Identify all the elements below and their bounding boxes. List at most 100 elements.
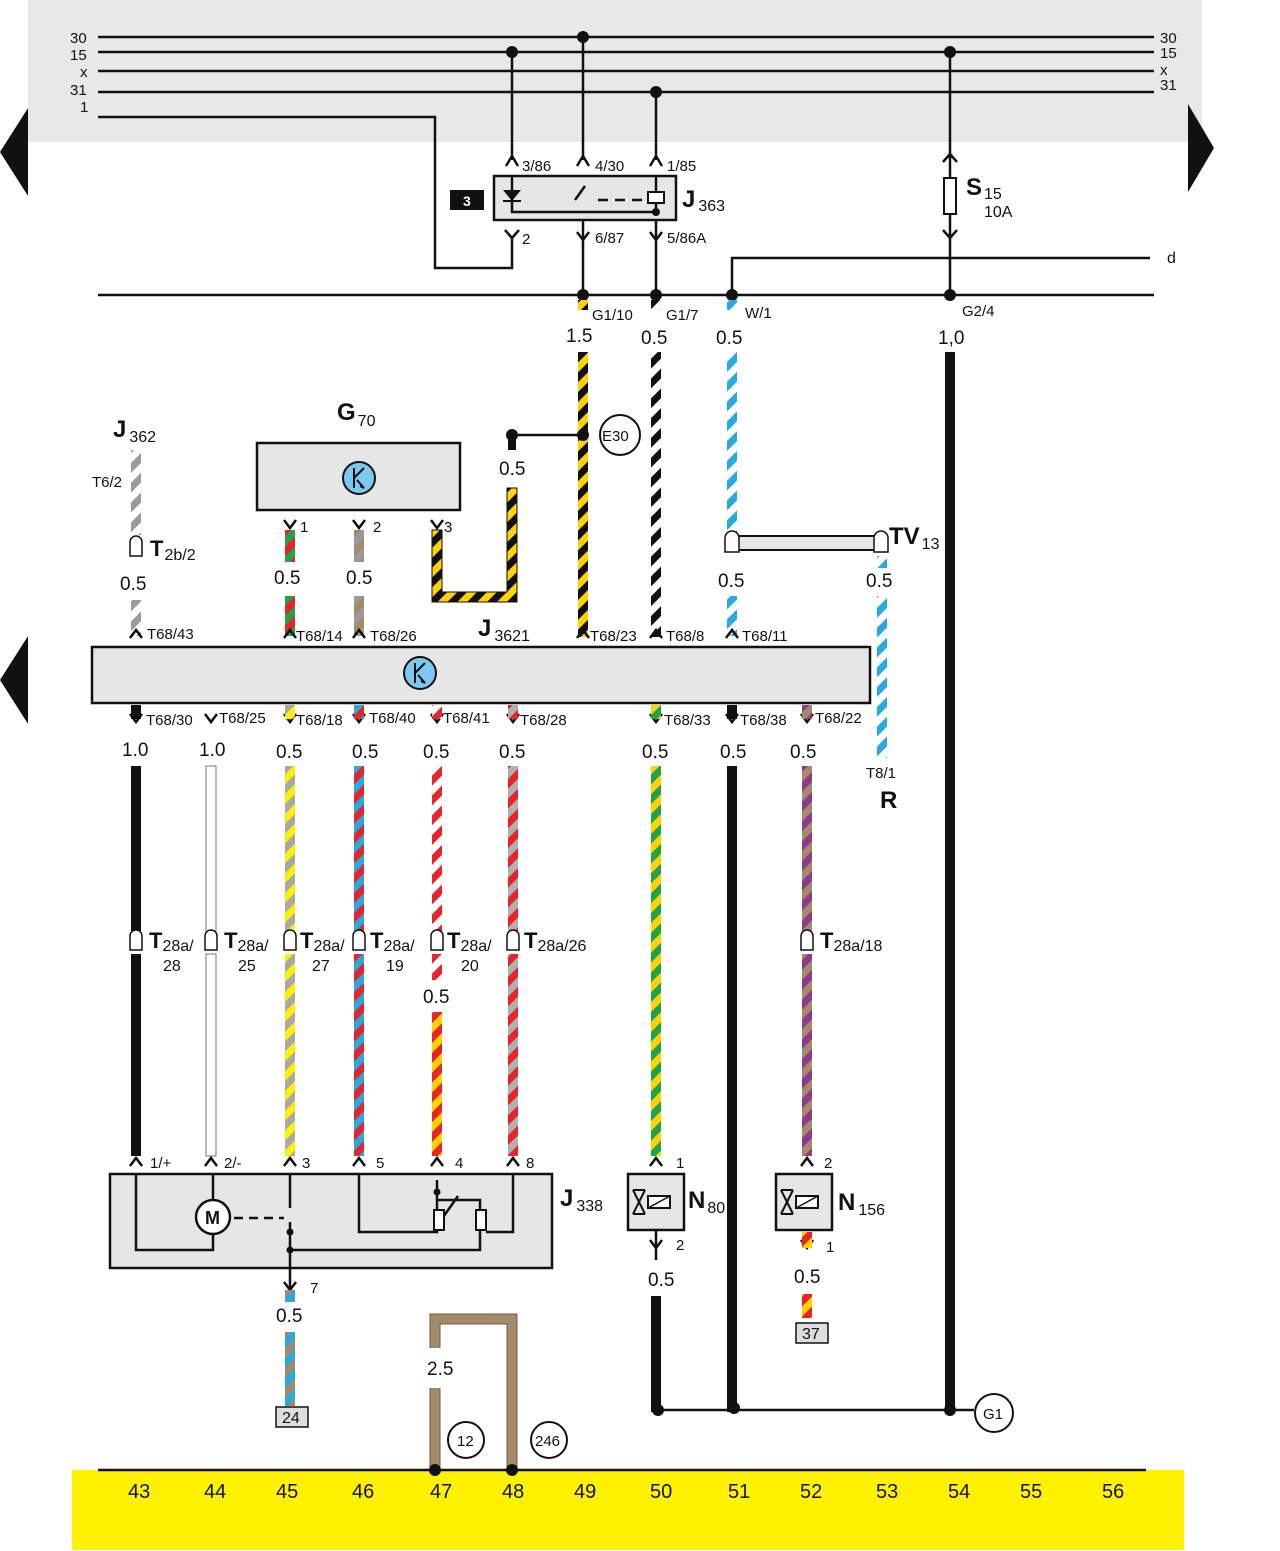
- track-number: 56: [1102, 1481, 1124, 1503]
- rail-label: x: [80, 64, 88, 81]
- ref-box: [275, 1406, 309, 1428]
- rail-label: 31: [70, 82, 87, 99]
- ecu-pin: T68/8: [666, 628, 704, 645]
- track-bar: [72, 1470, 1184, 1550]
- wire-d: [730, 256, 1150, 292]
- ecu-pin: T68/11: [742, 628, 788, 645]
- connector-label: T28a/: [149, 928, 194, 955]
- ecu-output-gauges: 1.0 1.0 0.5 0.5 0.5 0.5 0.5 0.5 0.5: [122, 740, 816, 763]
- ecu-pin: T68/28: [520, 712, 567, 729]
- track-number: 48: [502, 1481, 524, 1503]
- sensor-pin: 3: [444, 519, 452, 536]
- wire-gauge: 0.5: [346, 568, 372, 589]
- relay-pin: 5/86A: [667, 230, 706, 247]
- wire-gauge: 0.5: [423, 987, 449, 1008]
- track-number: 53: [876, 1481, 898, 1503]
- connector-sublabel: 27: [312, 958, 330, 975]
- j338-pin: 4: [455, 1155, 463, 1172]
- wire-gauge: 2.5: [427, 1359, 453, 1380]
- j362-pin: T6/2: [92, 474, 122, 491]
- track-number: 45: [276, 1481, 298, 1503]
- nav-arrow-left-top[interactable]: [0, 108, 28, 196]
- splice-e30: E30 0.5: [431, 414, 641, 603]
- wire-gauge: 0.5: [276, 1306, 302, 1327]
- connector-label: T28a/: [300, 928, 345, 955]
- relay-marker: [450, 190, 484, 210]
- rail-labels-left: 30 15 x 31 1: [70, 30, 88, 116]
- j338-pin: 3: [302, 1155, 310, 1172]
- lower-wires: [131, 953, 812, 1157]
- connector-label: T28a/26: [524, 928, 586, 955]
- connector-label: T28a/: [224, 928, 269, 955]
- rail-lines: [98, 35, 1154, 270]
- wire-gauge: 1.5: [566, 326, 592, 347]
- ecu-pin: T68/23: [590, 628, 637, 645]
- wire-gauge: 0.5: [352, 742, 378, 763]
- n156-pin: 1: [826, 1239, 834, 1256]
- wire-gauge: 0.5: [716, 328, 742, 349]
- harness-junctions: [577, 289, 956, 301]
- splice-e30-label: E30: [602, 428, 629, 445]
- connector-label: T28a/18: [820, 928, 882, 955]
- ecu-pin: T68/14: [296, 628, 343, 645]
- harness-pin: W/1: [745, 305, 772, 322]
- relay-pin: 3/86: [522, 158, 551, 175]
- j338-pin: 5: [376, 1155, 384, 1172]
- ecu-icon: [403, 656, 437, 690]
- track-number: 52: [800, 1481, 822, 1503]
- ref-circle-label: 12: [457, 1433, 474, 1450]
- fuse-rating: 10A: [984, 204, 1013, 221]
- connector-sublabel: 28: [163, 958, 181, 975]
- track-number: 47: [430, 1481, 452, 1503]
- nav-arrow-right-top[interactable]: [1188, 104, 1214, 192]
- ref-circle-label: 246: [535, 1433, 560, 1450]
- rail-label: 1: [80, 99, 88, 116]
- sensor-ecu-icon: [342, 461, 376, 495]
- motor-icon: [194, 1198, 232, 1236]
- connector-sublabel: 19: [386, 958, 404, 975]
- wire-gauge: 0.5: [642, 742, 668, 763]
- relay-marker-label: 3: [463, 193, 471, 209]
- wire-gauge: 0.5: [794, 1267, 820, 1288]
- ecu-pin: T68/40: [369, 710, 416, 727]
- connector-icon: [129, 929, 814, 951]
- r-pin: T8/1: [866, 765, 896, 782]
- rail-label: 31: [1160, 77, 1177, 94]
- wire-gauge: 0.5: [790, 742, 816, 763]
- harness-pins: G1/10 G1/7 W/1 G2/4: [592, 303, 995, 324]
- track-number: 46: [352, 1481, 374, 1503]
- ecu-pin: T68/33: [664, 712, 711, 729]
- ecu-pin: T68/26: [370, 628, 417, 645]
- wire-gauge: 0.5: [120, 574, 146, 595]
- relay-pin: 6/87: [595, 230, 624, 247]
- connection-d: d: [1167, 250, 1176, 267]
- ref-label: 24: [282, 1410, 300, 1427]
- j338-pin: 7: [310, 1280, 318, 1297]
- relay-pin: 1/85: [667, 158, 696, 175]
- nav-arrow-left-mid[interactable]: [0, 636, 28, 724]
- wire-black-ground: [945, 352, 955, 1412]
- j338-pin: 1/+: [150, 1155, 172, 1172]
- wire-gauge: 1,0: [938, 328, 964, 349]
- connector-sublabel: 25: [238, 958, 256, 975]
- relay-pin: 4/30: [595, 158, 624, 175]
- wire-gauge: 0.5: [866, 571, 892, 592]
- n80-pin: 2: [676, 1237, 684, 1254]
